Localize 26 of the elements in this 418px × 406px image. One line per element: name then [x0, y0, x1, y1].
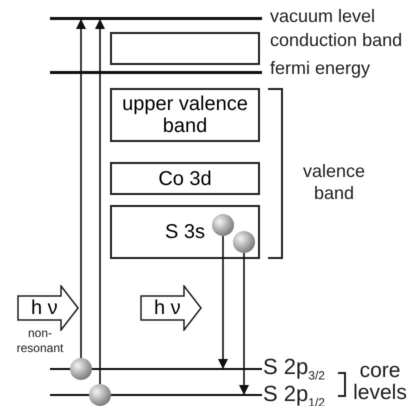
level-label: vacuum level	[270, 6, 376, 26]
photon-arrow	[140, 285, 202, 331]
energy-band-box	[110, 205, 260, 259]
energy-band-box	[110, 162, 260, 195]
level-label: conduction band	[270, 30, 402, 50]
photon-label: h ν	[154, 297, 181, 319]
transition-arrow	[76, 19, 86, 358]
photon-label: h ν	[31, 297, 58, 319]
bracket-label: core levels	[352, 360, 408, 404]
transition-arrow	[95, 19, 105, 384]
energy-band-box	[110, 32, 260, 65]
transition-arrow	[218, 236, 228, 369]
level-label: S 2p$_{3/2}$	[263, 357, 325, 384]
energy-level-line	[50, 71, 262, 74]
energy-level-line	[50, 368, 262, 370]
annotation-text: non-resonant	[16, 326, 64, 356]
bracket-label: valence band	[302, 160, 366, 204]
energy-level-line	[50, 394, 262, 396]
electron-ball	[70, 358, 92, 380]
electron-ball	[233, 231, 255, 253]
photon-arrow	[17, 285, 79, 331]
electron-ball	[89, 384, 111, 406]
electron-ball	[212, 214, 234, 236]
energy-level-line	[50, 17, 262, 20]
level-label: fermi energy	[270, 58, 370, 78]
transition-arrow	[239, 253, 249, 395]
